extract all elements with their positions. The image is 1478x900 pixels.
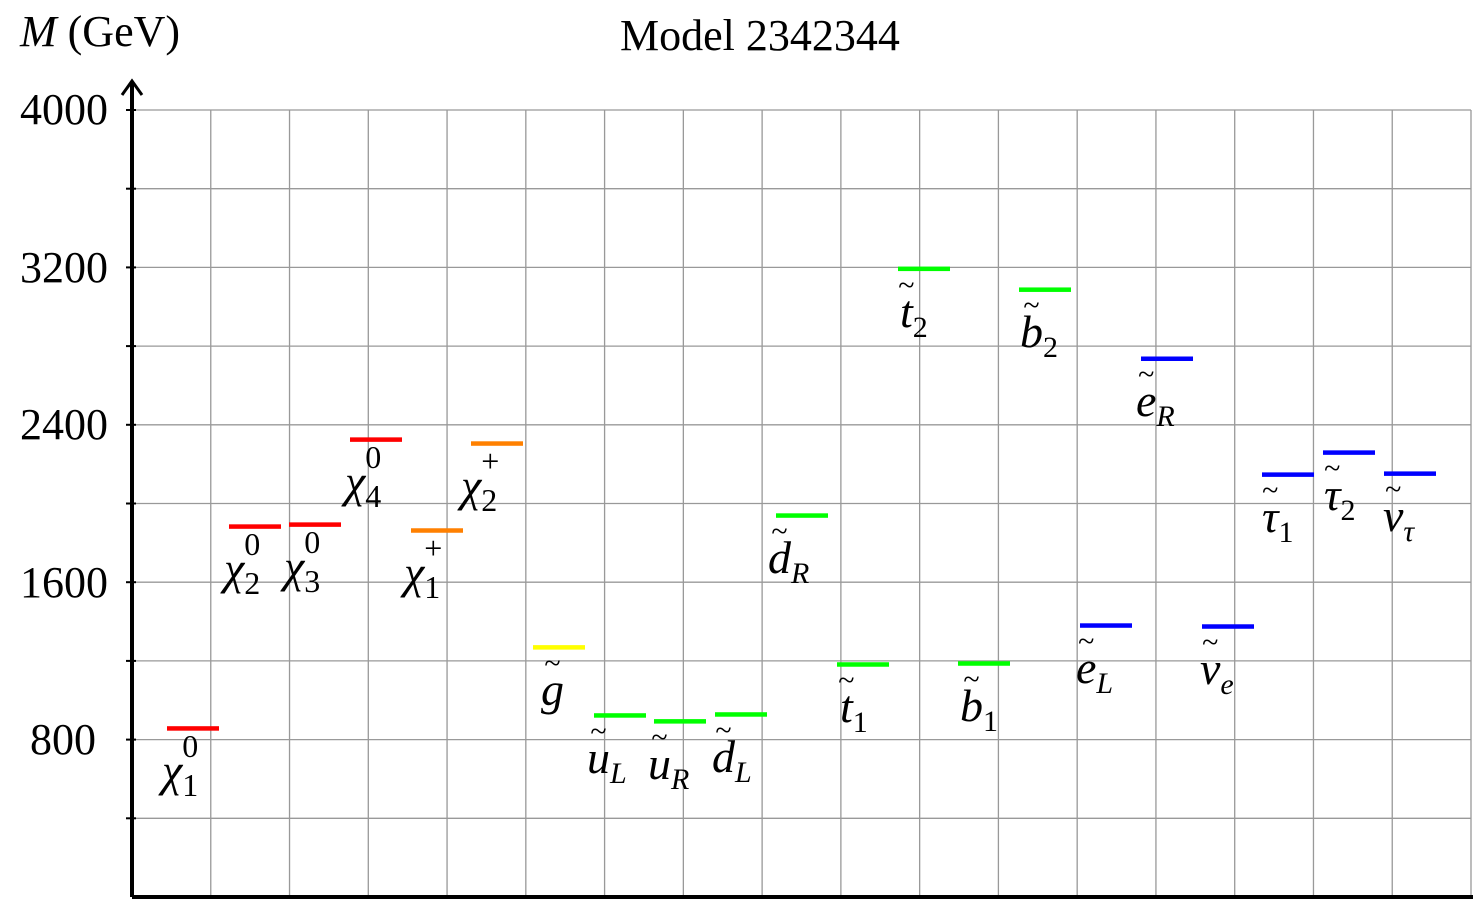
particle-label: dR <box>768 535 809 589</box>
mass-level-bar <box>1384 471 1436 476</box>
particle-label: eL <box>1076 645 1113 699</box>
mass-level-bar <box>411 528 463 533</box>
y-axis-symbol: M <box>20 7 57 56</box>
particle-label: uR <box>648 741 689 795</box>
mass-level-bar <box>776 513 828 518</box>
particle-label: νe <box>1200 646 1234 700</box>
mass-level-bar <box>350 437 402 442</box>
mass-level-bar <box>594 713 646 718</box>
particle-label: τ2 <box>1324 472 1355 526</box>
mass-level-bar <box>1141 356 1193 361</box>
chart-title: Model 2342344 <box>620 11 900 60</box>
mass-level-bar <box>167 726 219 731</box>
mass-level-bar <box>837 662 889 667</box>
particle-label: b1 <box>960 683 998 737</box>
mass-level-bar <box>1323 450 1375 455</box>
mass-level-bar <box>715 712 767 717</box>
mass-level-bar <box>471 441 523 446</box>
y-axis-unit: (GeV) <box>67 7 181 56</box>
y-axis-arrow-icon <box>120 78 144 96</box>
mass-level-bar <box>229 524 281 529</box>
mass-level-bar <box>958 661 1010 666</box>
mass-level-bar <box>289 522 341 527</box>
y-tick-label: 4000 <box>20 85 108 134</box>
particle-label: t2 <box>900 288 928 343</box>
mass-level-bar <box>1202 624 1254 629</box>
y-axis-title: M (GeV) <box>20 6 180 57</box>
particle-label: χ+2 <box>461 443 500 519</box>
y-tick-label: 1600 <box>20 558 108 607</box>
particle-label: eR <box>1136 378 1175 432</box>
particle-label: uL <box>587 735 627 789</box>
particle-label: χ+1 <box>404 530 443 606</box>
mass-level-bar <box>1262 472 1314 477</box>
particle-label: b2 <box>1020 309 1058 363</box>
particle-label: ντ <box>1383 493 1414 547</box>
y-tick-label: 3200 <box>20 243 108 292</box>
mass-level-bar <box>654 719 706 724</box>
y-tick-label: 800 <box>30 715 96 764</box>
mass-level-bar <box>1080 623 1132 628</box>
mass-level-bar <box>898 266 950 272</box>
particle-label: τ1 <box>1262 494 1293 548</box>
particle-label: g <box>541 667 564 713</box>
y-tick-label: 2400 <box>20 400 108 449</box>
particle-label: t1 <box>840 684 868 738</box>
mass-level-bar <box>1019 287 1071 292</box>
particle-label: dL <box>712 734 752 788</box>
